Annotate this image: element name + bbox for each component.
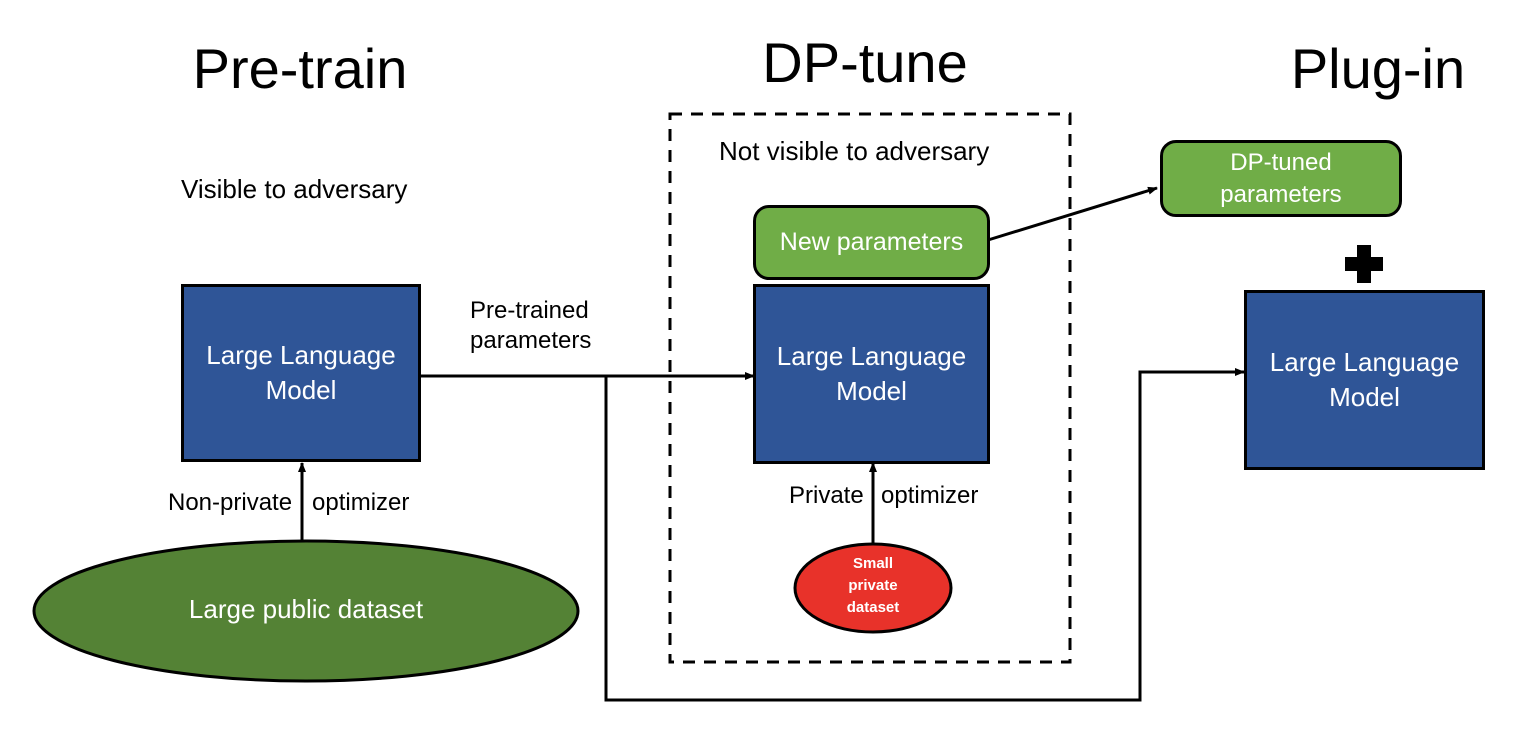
pretrain-llm-box: Large Language Model xyxy=(181,284,421,462)
pretrained-params-line2: parameters xyxy=(470,327,592,354)
dp-tuned-line1: DP-tuned xyxy=(1230,149,1332,177)
not-visible-note: Not visible to adversary xyxy=(719,136,990,166)
nonprivate-optimizer-label: optimizer xyxy=(312,489,410,516)
dp-tuned-parameters-box: DP-tuned parameters xyxy=(1160,140,1402,217)
public-dataset-label: Large public dataset xyxy=(188,594,424,624)
plugin-llm-line2: Model xyxy=(1329,382,1400,412)
pretrain-llm-line1: Large Language xyxy=(206,339,396,370)
pretrain-llm-line2: Model xyxy=(265,375,337,405)
pretrained-params-line1: Pre-trained xyxy=(470,297,589,324)
private-label: Private xyxy=(789,482,864,509)
private-dataset-line1: Small xyxy=(852,555,894,572)
bypass-path-arrow xyxy=(604,368,1245,702)
plugin-llm-line1: Large Language xyxy=(1269,346,1460,377)
dptune-llm-box: Large Language Model xyxy=(753,284,990,464)
private-dataset-line3: dataset xyxy=(846,599,900,616)
private-dataset-line2: private xyxy=(848,577,898,594)
private-optimizer-label: optimizer xyxy=(881,482,979,509)
plus-icon xyxy=(1345,245,1383,283)
pretrain-title: Pre-train xyxy=(192,37,408,100)
dptune-llm-line1: Large Language xyxy=(776,340,967,371)
new-to-tuned-arrow xyxy=(987,186,1158,242)
private-dataset-ellipse xyxy=(793,542,953,634)
plugin-title: Plug-in xyxy=(1290,37,1466,100)
private-dataset-label: Small private dataset xyxy=(813,553,933,619)
dptune-title: DP-tune xyxy=(762,31,968,94)
dp-tuned-line2: parameters xyxy=(1220,180,1342,208)
pretrained-params-label: Pre-trained parameters xyxy=(470,296,591,356)
dptune-llm-line2: Model xyxy=(836,376,907,406)
visible-note: Visible to adversary xyxy=(181,174,408,204)
dp-tune-boundary xyxy=(668,112,1072,664)
plugin-llm-box: Large Language Model xyxy=(1244,290,1485,470)
nonprivate-label: Non-private xyxy=(168,489,293,516)
public-dataset-ellipse xyxy=(32,539,580,683)
new-parameters-box: New parameters xyxy=(753,205,990,280)
